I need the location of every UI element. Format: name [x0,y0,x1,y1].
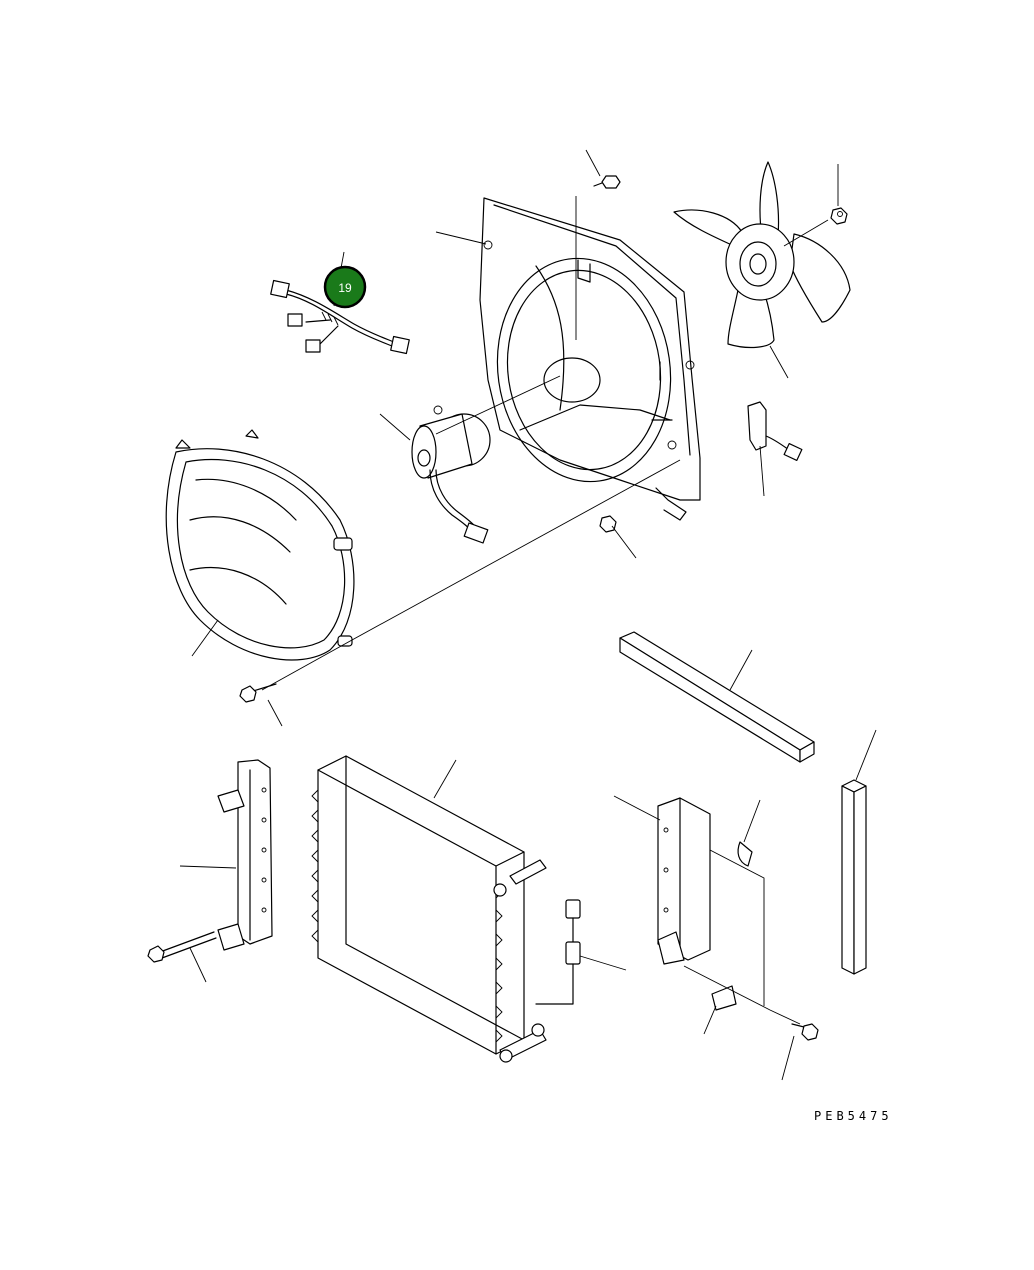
fan-guard [165,429,355,661]
callout-19[interactable]: 19 [323,265,367,309]
left-bracket [217,759,273,951]
fan-motor [411,405,491,544]
foam-strip-horizontal [619,631,815,763]
right-bracket [657,797,753,1011]
hardware-bolts [147,175,848,1041]
drawing-number: PEB5475 [814,1109,893,1123]
wiring-harness [270,279,410,355]
leader-lines [179,149,877,1081]
pressure-switch [535,899,581,1005]
fan-shroud-frame [479,197,701,521]
connector-clip [747,401,803,461]
fan-blade [673,161,851,349]
foam-strip-vertical [841,779,867,975]
condenser-core [311,755,547,1063]
callout-19-label: 19 [338,281,352,295]
